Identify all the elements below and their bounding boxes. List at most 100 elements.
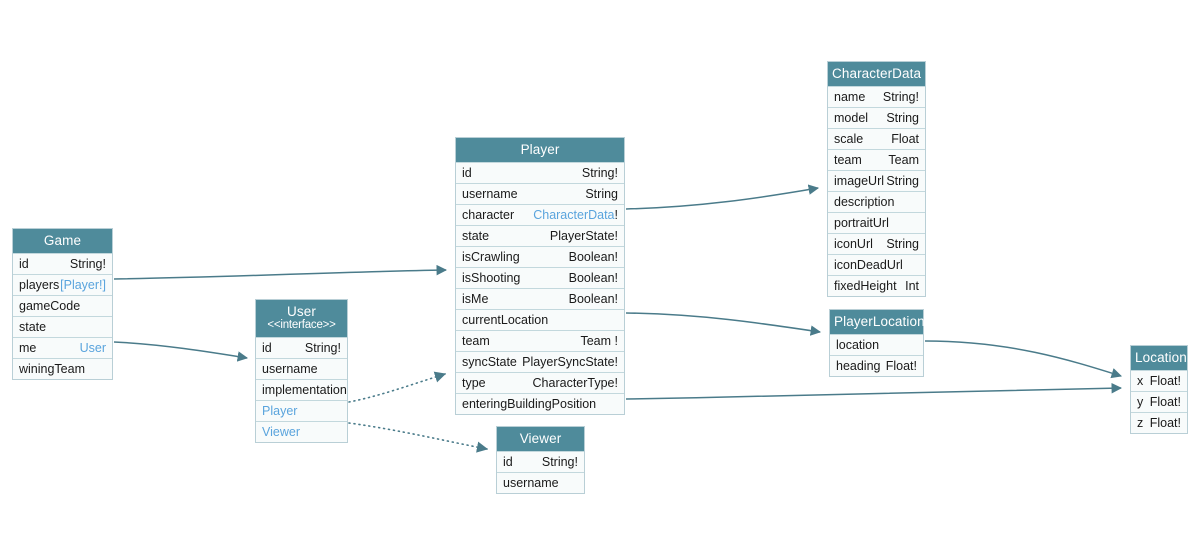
field-type: PlayerState! xyxy=(549,229,618,243)
field-row[interactable]: winingTeamTeam xyxy=(13,358,112,379)
field-row[interactable]: locationLocation! xyxy=(830,334,923,355)
field-name: character xyxy=(462,208,515,222)
field-row[interactable]: syncState PlayerSyncState! xyxy=(456,351,624,372)
field-row[interactable]: descriptionString xyxy=(828,191,925,212)
field-name: heading xyxy=(836,359,881,373)
field-row[interactable]: model String xyxy=(828,107,925,128)
field-type[interactable]: CharacterData! xyxy=(533,205,618,225)
field-type: Boolean! xyxy=(568,250,618,264)
edge-user-implements-player xyxy=(348,371,447,403)
field-name: id xyxy=(503,455,513,469)
entity-name: Viewer xyxy=(519,431,562,446)
field-type: Float! xyxy=(1149,416,1181,430)
field-type: PlayerSyncState! xyxy=(522,355,618,369)
field-row[interactable]: isCrawling Boolean! xyxy=(456,246,624,267)
entity-header-viewer: Viewer xyxy=(497,427,584,451)
field-type: Team xyxy=(888,153,919,167)
edge-playerlocation-location-to-location xyxy=(924,340,1123,379)
field-name: isCrawling xyxy=(462,250,520,264)
field-row[interactable]: heading Float! xyxy=(830,355,923,376)
implementation-link[interactable]: Player xyxy=(262,404,298,418)
field-name: isShooting xyxy=(462,271,521,285)
field-name: state xyxy=(19,320,47,334)
field-row[interactable]: currentLocationPlayerLocation! xyxy=(456,309,624,330)
field-name: username xyxy=(262,362,318,376)
field-name: id xyxy=(262,341,272,355)
field-row[interactable]: gameCodeString! xyxy=(13,295,112,316)
field-row[interactable]: isShooting Boolean! xyxy=(456,267,624,288)
field-row[interactable]: players[Player!] xyxy=(13,274,112,295)
field-row[interactable]: Player xyxy=(256,400,347,421)
field-row[interactable]: Viewer xyxy=(256,421,347,442)
field-type: String! xyxy=(541,455,578,469)
field-name: gameCode xyxy=(19,299,81,313)
entity-name: Game xyxy=(43,233,82,248)
edge-player-enteringbuildingposition-to-location xyxy=(625,382,1123,400)
field-type: String xyxy=(886,111,919,125)
field-row[interactable]: iconDeadUrlString xyxy=(828,254,925,275)
entity-header-player: Player xyxy=(456,138,624,162)
field-row[interactable]: id String! xyxy=(497,451,584,472)
field-type[interactable]: [Player!] xyxy=(60,278,106,292)
field-row[interactable]: portraitUrlString xyxy=(828,212,925,233)
field-name: type xyxy=(462,376,486,390)
field-row[interactable]: character CharacterData! xyxy=(456,204,624,225)
entity-stereotype: <<interface>> xyxy=(267,319,336,331)
field-name: location xyxy=(836,338,880,352)
edge-game-players-to-player xyxy=(113,264,448,280)
field-name: name xyxy=(834,90,866,104)
field-row[interactable]: id String! xyxy=(256,337,347,358)
field-row[interactable]: z Float! xyxy=(1131,412,1187,433)
field-row[interactable]: name String! xyxy=(828,86,925,107)
field-name: model xyxy=(834,111,869,125)
field-type: Float! xyxy=(885,359,917,373)
field-type: String! xyxy=(69,257,106,271)
field-type: String xyxy=(585,187,618,201)
entity-playerlocation[interactable]: PlayerLocationlocationLocation!headingFl… xyxy=(829,309,925,377)
entity-game[interactable]: GameidString!players[Player!]gameCodeStr… xyxy=(12,228,113,380)
entity-user[interactable]: User<<interface>>idString!usernameString… xyxy=(255,299,348,443)
field-row[interactable]: implementations xyxy=(256,379,347,400)
entity-name: Player xyxy=(520,142,560,157)
field-type: Float! xyxy=(1149,374,1181,388)
field-type[interactable]: User xyxy=(79,341,106,355)
field-name: iconDeadUrl xyxy=(834,258,903,272)
field-name: z xyxy=(1137,416,1144,430)
field-type-ref[interactable]: CharacterData xyxy=(533,208,615,222)
field-name: players xyxy=(19,278,60,292)
field-name: fixedHeight xyxy=(834,279,897,293)
implementation-link[interactable]: Viewer xyxy=(262,425,300,439)
edge-player-character-to-characterdata xyxy=(625,184,820,210)
edge-player-currentlocation-to-playerlocation xyxy=(625,312,822,336)
field-type: String! xyxy=(304,341,341,355)
field-name: implementations xyxy=(262,383,347,397)
field-type: Float xyxy=(891,132,919,146)
field-type: String! xyxy=(882,90,919,104)
field-name: syncState xyxy=(462,355,517,369)
field-row[interactable]: stateGameState! xyxy=(13,316,112,337)
field-type: Boolean! xyxy=(568,271,618,285)
field-row[interactable]: enteringBuildingPositionLocation xyxy=(456,393,624,414)
